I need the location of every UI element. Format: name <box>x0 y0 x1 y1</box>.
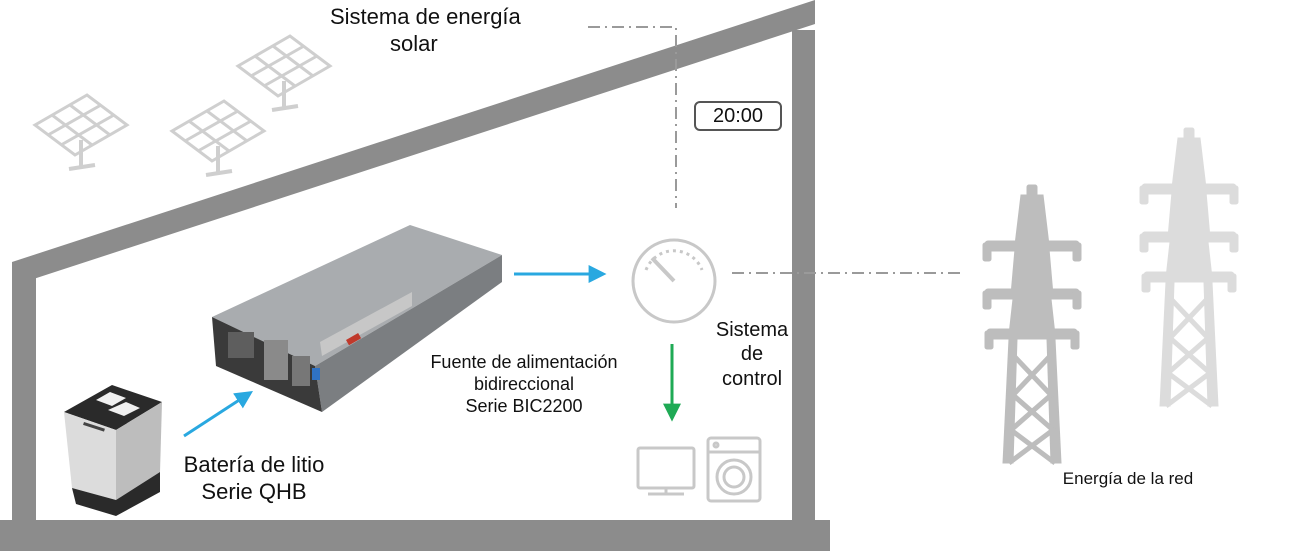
battery-label-line-2: Serie QHB <box>201 478 307 504</box>
clock-time-badge: 20:00 <box>694 101 782 131</box>
control-system-label: Sistema de control <box>700 318 804 391</box>
power-supply-unit <box>212 225 502 412</box>
connection-lines <box>588 26 960 274</box>
psu-label-line-3: Serie BIC2200 <box>465 395 583 416</box>
grid-energy-label: Energía de la red <box>1062 469 1194 488</box>
power-supply-label: Fuente de alimentación bidireccional Ser… <box>398 352 650 418</box>
solar-label-line-2: solar <box>390 30 438 56</box>
control-label-line-3: control <box>721 367 783 390</box>
control-label-line-1: Sistema <box>715 319 789 341</box>
television-icon <box>636 446 696 496</box>
psu-label-line-2: bidireccional <box>473 373 575 394</box>
solar-panel-icon <box>33 34 332 177</box>
control-label-line-2: de <box>740 343 764 366</box>
lithium-battery-icon <box>64 385 162 516</box>
battery-label: Batería de litio Serie QHB <box>160 452 348 506</box>
gauge-icon <box>631 238 717 324</box>
house-outline <box>0 0 830 551</box>
battery-label-line-1: Batería de litio <box>183 452 325 477</box>
psu-label-line-1: Fuente de alimentación <box>430 352 618 372</box>
solar-label-line-1: Sistema de energía <box>330 4 521 29</box>
flow-arrow-battery-to-psu <box>183 391 254 438</box>
solar-system-label: Sistema de energía solar <box>330 4 521 58</box>
power-pylon-icon <box>983 128 1238 463</box>
washing-machine-icon <box>706 436 762 503</box>
